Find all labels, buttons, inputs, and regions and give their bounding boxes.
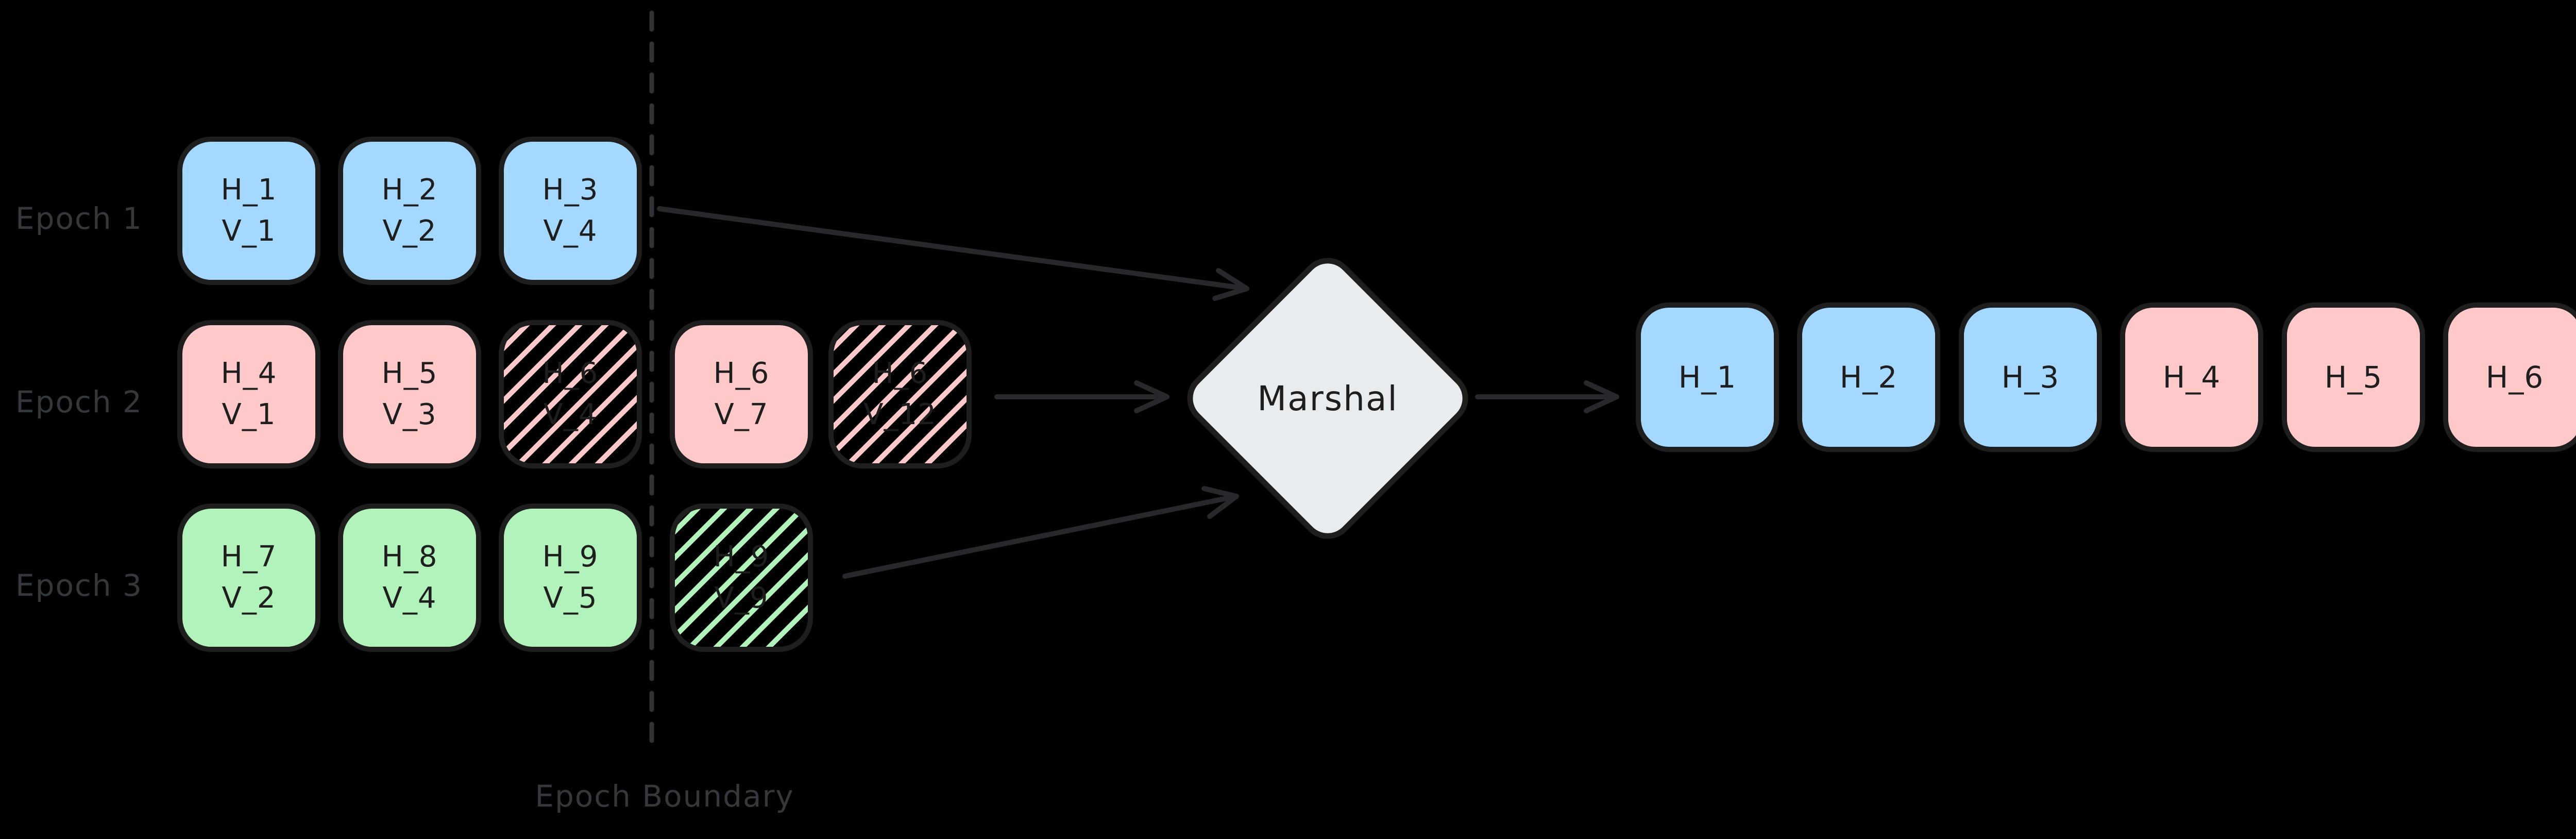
box-label: H_9 bbox=[542, 540, 599, 574]
box-label: H_7 bbox=[221, 540, 277, 574]
output-box-h_1: H_1 bbox=[1636, 303, 1779, 452]
box-label: H_6 bbox=[872, 356, 928, 390]
box-label: H_1 bbox=[221, 173, 277, 207]
box-label: V_5 bbox=[543, 581, 598, 615]
epoch-label-1: Epoch 1 bbox=[15, 201, 143, 236]
epoch-label-2: Epoch 2 bbox=[15, 384, 143, 420]
box-label: V_7 bbox=[714, 398, 769, 431]
output-box-h_2: H_2 bbox=[1797, 303, 1940, 452]
arrow-marshal-to-output bbox=[1475, 380, 1619, 413]
output-box-h_3: H_3 bbox=[1959, 303, 2102, 452]
marshal-node: Marshal bbox=[1176, 246, 1480, 550]
box-label: H_6 bbox=[542, 356, 599, 390]
box-label: H_4 bbox=[221, 356, 277, 390]
arrow-epoch3-to-marshal bbox=[842, 486, 1239, 579]
output-box-h_6: H_6 bbox=[2443, 303, 2576, 452]
box-label: H_6 bbox=[713, 356, 770, 390]
box-label: V_4 bbox=[543, 398, 598, 431]
box-label: V_2 bbox=[222, 581, 276, 615]
output-box-h_4: H_4 bbox=[2120, 303, 2263, 452]
box-label: H_2 bbox=[381, 173, 438, 207]
box-label: H_3 bbox=[542, 173, 599, 207]
marshal-label: Marshal bbox=[1257, 378, 1398, 418]
output-box-h_5: H_5 bbox=[2282, 303, 2425, 452]
box-label: V_12 bbox=[863, 398, 937, 431]
arrow-epoch1-to-marshal bbox=[657, 206, 1249, 301]
box-label: H_8 bbox=[381, 540, 438, 574]
arrow-epoch2-to-marshal bbox=[994, 380, 1170, 413]
box-label: V_1 bbox=[222, 398, 276, 431]
box-label: V_4 bbox=[382, 581, 437, 615]
box-label: H_9 bbox=[713, 540, 770, 574]
box-label: V_2 bbox=[382, 214, 437, 248]
box-label: V_3 bbox=[382, 398, 437, 431]
box-label: V_1 bbox=[222, 214, 276, 248]
box-label: V_4 bbox=[543, 214, 598, 248]
epoch-boundary-label: Epoch Boundary bbox=[535, 779, 794, 814]
box-label: V_9 bbox=[714, 581, 769, 615]
box-label: H_5 bbox=[381, 356, 438, 390]
epoch-label-3: Epoch 3 bbox=[15, 568, 143, 603]
